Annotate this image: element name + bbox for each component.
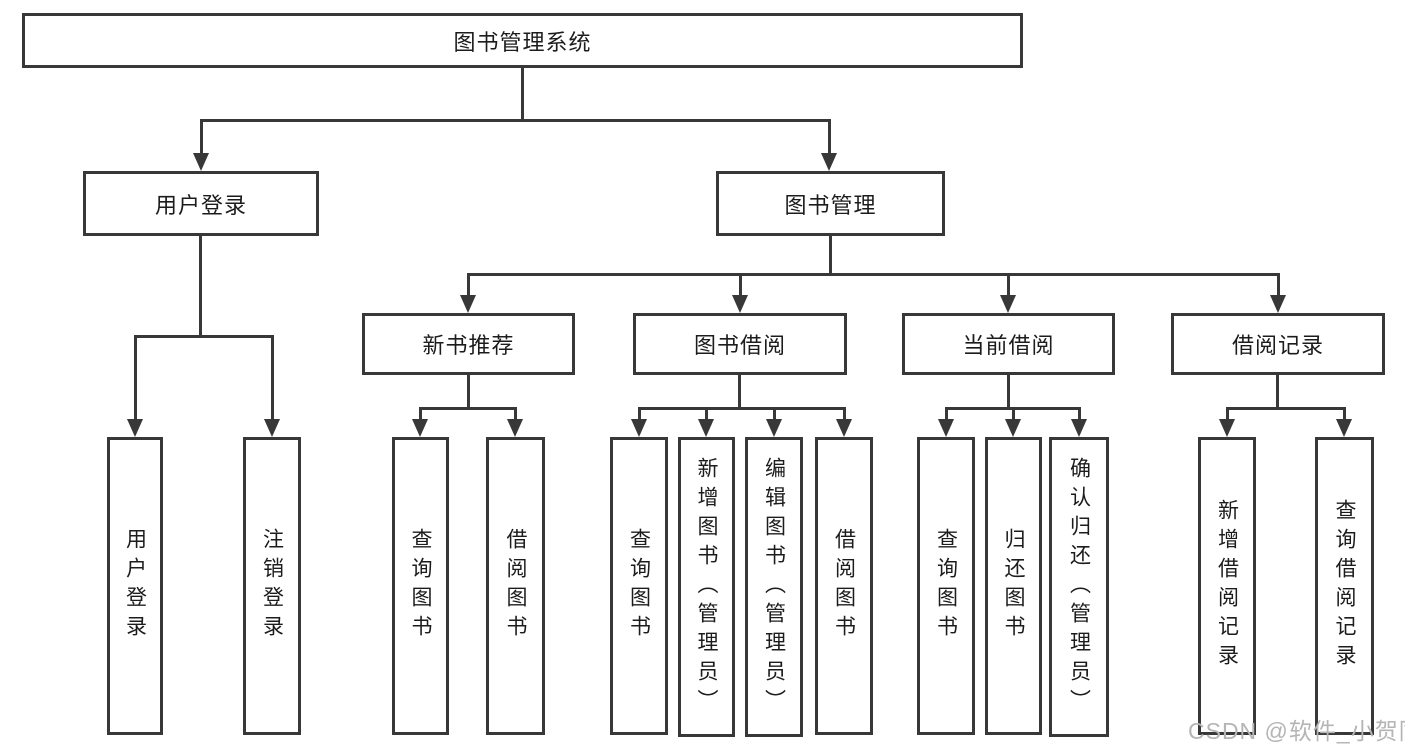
node-new-book-recommend: 新书推荐 <box>362 313 575 375</box>
node-confirm-return-admin: 确认归还（管理员） <box>1049 437 1109 737</box>
connector-line <box>1226 407 1229 421</box>
node-query-books-borrowing: 查询图书 <box>610 437 668 735</box>
node-query-books-borrowing-label: 查询图书 <box>627 528 651 644</box>
node-confirm-return-admin-label: 确认归还（管理员） <box>1067 456 1091 718</box>
arrowhead-down-icon <box>938 419 954 437</box>
arrowhead-down-icon <box>631 419 647 437</box>
node-borrowing-records: 借阅记录 <box>1171 313 1385 375</box>
connector-line <box>271 335 274 421</box>
node-query-borrow-record-label: 查询借阅记录 <box>1333 499 1356 673</box>
connector-line <box>739 273 742 297</box>
arrowhead-down-icon <box>193 153 209 171</box>
connector-line <box>773 407 776 421</box>
node-logout: 注销登录 <box>243 437 301 735</box>
connector-line <box>134 335 274 338</box>
connector-line <box>419 407 517 410</box>
connector-line <box>1276 375 1279 407</box>
connector-line <box>199 236 202 335</box>
connector-line <box>829 236 832 273</box>
node-user-login-label: 用户登录 <box>154 192 247 218</box>
node-add-books-admin: 新增图书（管理员） <box>678 437 735 737</box>
arrowhead-down-icon <box>127 419 143 437</box>
connector-line <box>945 407 948 421</box>
node-user-login-leaf-label: 用户登录 <box>123 528 147 644</box>
node-current-borrowing-label: 当前借阅 <box>962 333 1055 358</box>
connector-line <box>1226 407 1346 410</box>
node-logout-label: 注销登录 <box>260 528 284 644</box>
node-return-books: 归还图书 <box>985 437 1042 735</box>
arrowhead-down-icon <box>1000 295 1016 313</box>
node-query-books-recommend: 查询图书 <box>392 437 449 735</box>
connector-line <box>1277 273 1280 297</box>
connector-line <box>521 68 524 119</box>
connector-line <box>638 407 846 410</box>
node-add-borrow-record: 新增借阅记录 <box>1198 437 1256 735</box>
node-return-books-label: 归还图书 <box>1002 528 1025 644</box>
node-query-books-current-label: 查询图书 <box>934 528 958 644</box>
connector-line <box>638 407 641 421</box>
node-book-management-label: 图书管理 <box>784 192 877 218</box>
node-book-borrowing: 图书借阅 <box>633 313 847 375</box>
node-edit-books-admin-label: 编辑图书（管理员） <box>762 456 786 718</box>
node-book-borrowing-label: 图书借阅 <box>693 333 786 358</box>
node-user-login: 用户登录 <box>83 171 319 236</box>
node-library-system: 图书管理系统 <box>22 13 1023 68</box>
watermark-text: CSDN @软件_小贺同学 <box>1188 718 1405 744</box>
arrowhead-down-icon <box>264 419 280 437</box>
node-borrow-books-recommend: 借阅图书 <box>486 437 545 735</box>
connector-line <box>1012 407 1015 421</box>
arrowhead-down-icon <box>1336 419 1352 437</box>
node-add-borrow-record-label: 新增借阅记录 <box>1215 499 1239 673</box>
node-library-system-label: 图书管理系统 <box>453 29 592 55</box>
node-query-books-recommend-label: 查询图书 <box>409 528 432 644</box>
connector-line <box>843 407 846 421</box>
arrowhead-down-icon <box>732 295 748 313</box>
arrowhead-down-icon <box>766 419 782 437</box>
connector-line <box>1343 407 1346 421</box>
connector-line <box>467 375 470 407</box>
node-query-borrow-record: 查询借阅记录 <box>1315 437 1374 735</box>
arrowhead-down-icon <box>412 419 428 437</box>
node-borrow-books: 借阅图书 <box>815 437 873 735</box>
node-borrow-books-label: 借阅图书 <box>832 528 856 644</box>
arrowhead-down-icon <box>836 419 852 437</box>
node-new-book-recommend-label: 新书推荐 <box>422 333 515 358</box>
node-current-borrowing: 当前借阅 <box>902 313 1115 375</box>
connector-line <box>134 335 137 421</box>
connector-line <box>1007 375 1010 407</box>
arrowhead-down-icon <box>507 419 523 437</box>
connector-line <box>1007 273 1010 297</box>
arrowhead-down-icon <box>698 419 714 437</box>
connector-line <box>467 273 470 297</box>
connector-line <box>705 407 708 421</box>
node-borrow-books-recommend-label: 借阅图书 <box>504 528 527 644</box>
arrowhead-down-icon <box>821 153 837 171</box>
connector-line <box>514 407 517 421</box>
node-book-management: 图书管理 <box>716 171 945 236</box>
connector-line <box>419 407 422 421</box>
connector-line <box>200 119 203 155</box>
arrowhead-down-icon <box>1219 419 1235 437</box>
connector-line <box>738 375 741 407</box>
arrowhead-down-icon <box>1071 419 1087 437</box>
node-edit-books-admin: 编辑图书（管理员） <box>745 437 803 737</box>
connector-line <box>1078 407 1081 421</box>
connector-line <box>467 273 1280 276</box>
node-query-books-current: 查询图书 <box>917 437 975 735</box>
node-borrowing-records-label: 借阅记录 <box>1231 333 1324 358</box>
arrowhead-down-icon <box>460 295 476 313</box>
arrowhead-down-icon <box>1270 295 1286 313</box>
connector-line <box>200 119 831 122</box>
connector-line <box>828 119 831 155</box>
node-add-books-admin-label: 新增图书（管理员） <box>695 456 718 718</box>
node-user-login-leaf: 用户登录 <box>107 437 163 735</box>
arrowhead-down-icon <box>1005 419 1021 437</box>
